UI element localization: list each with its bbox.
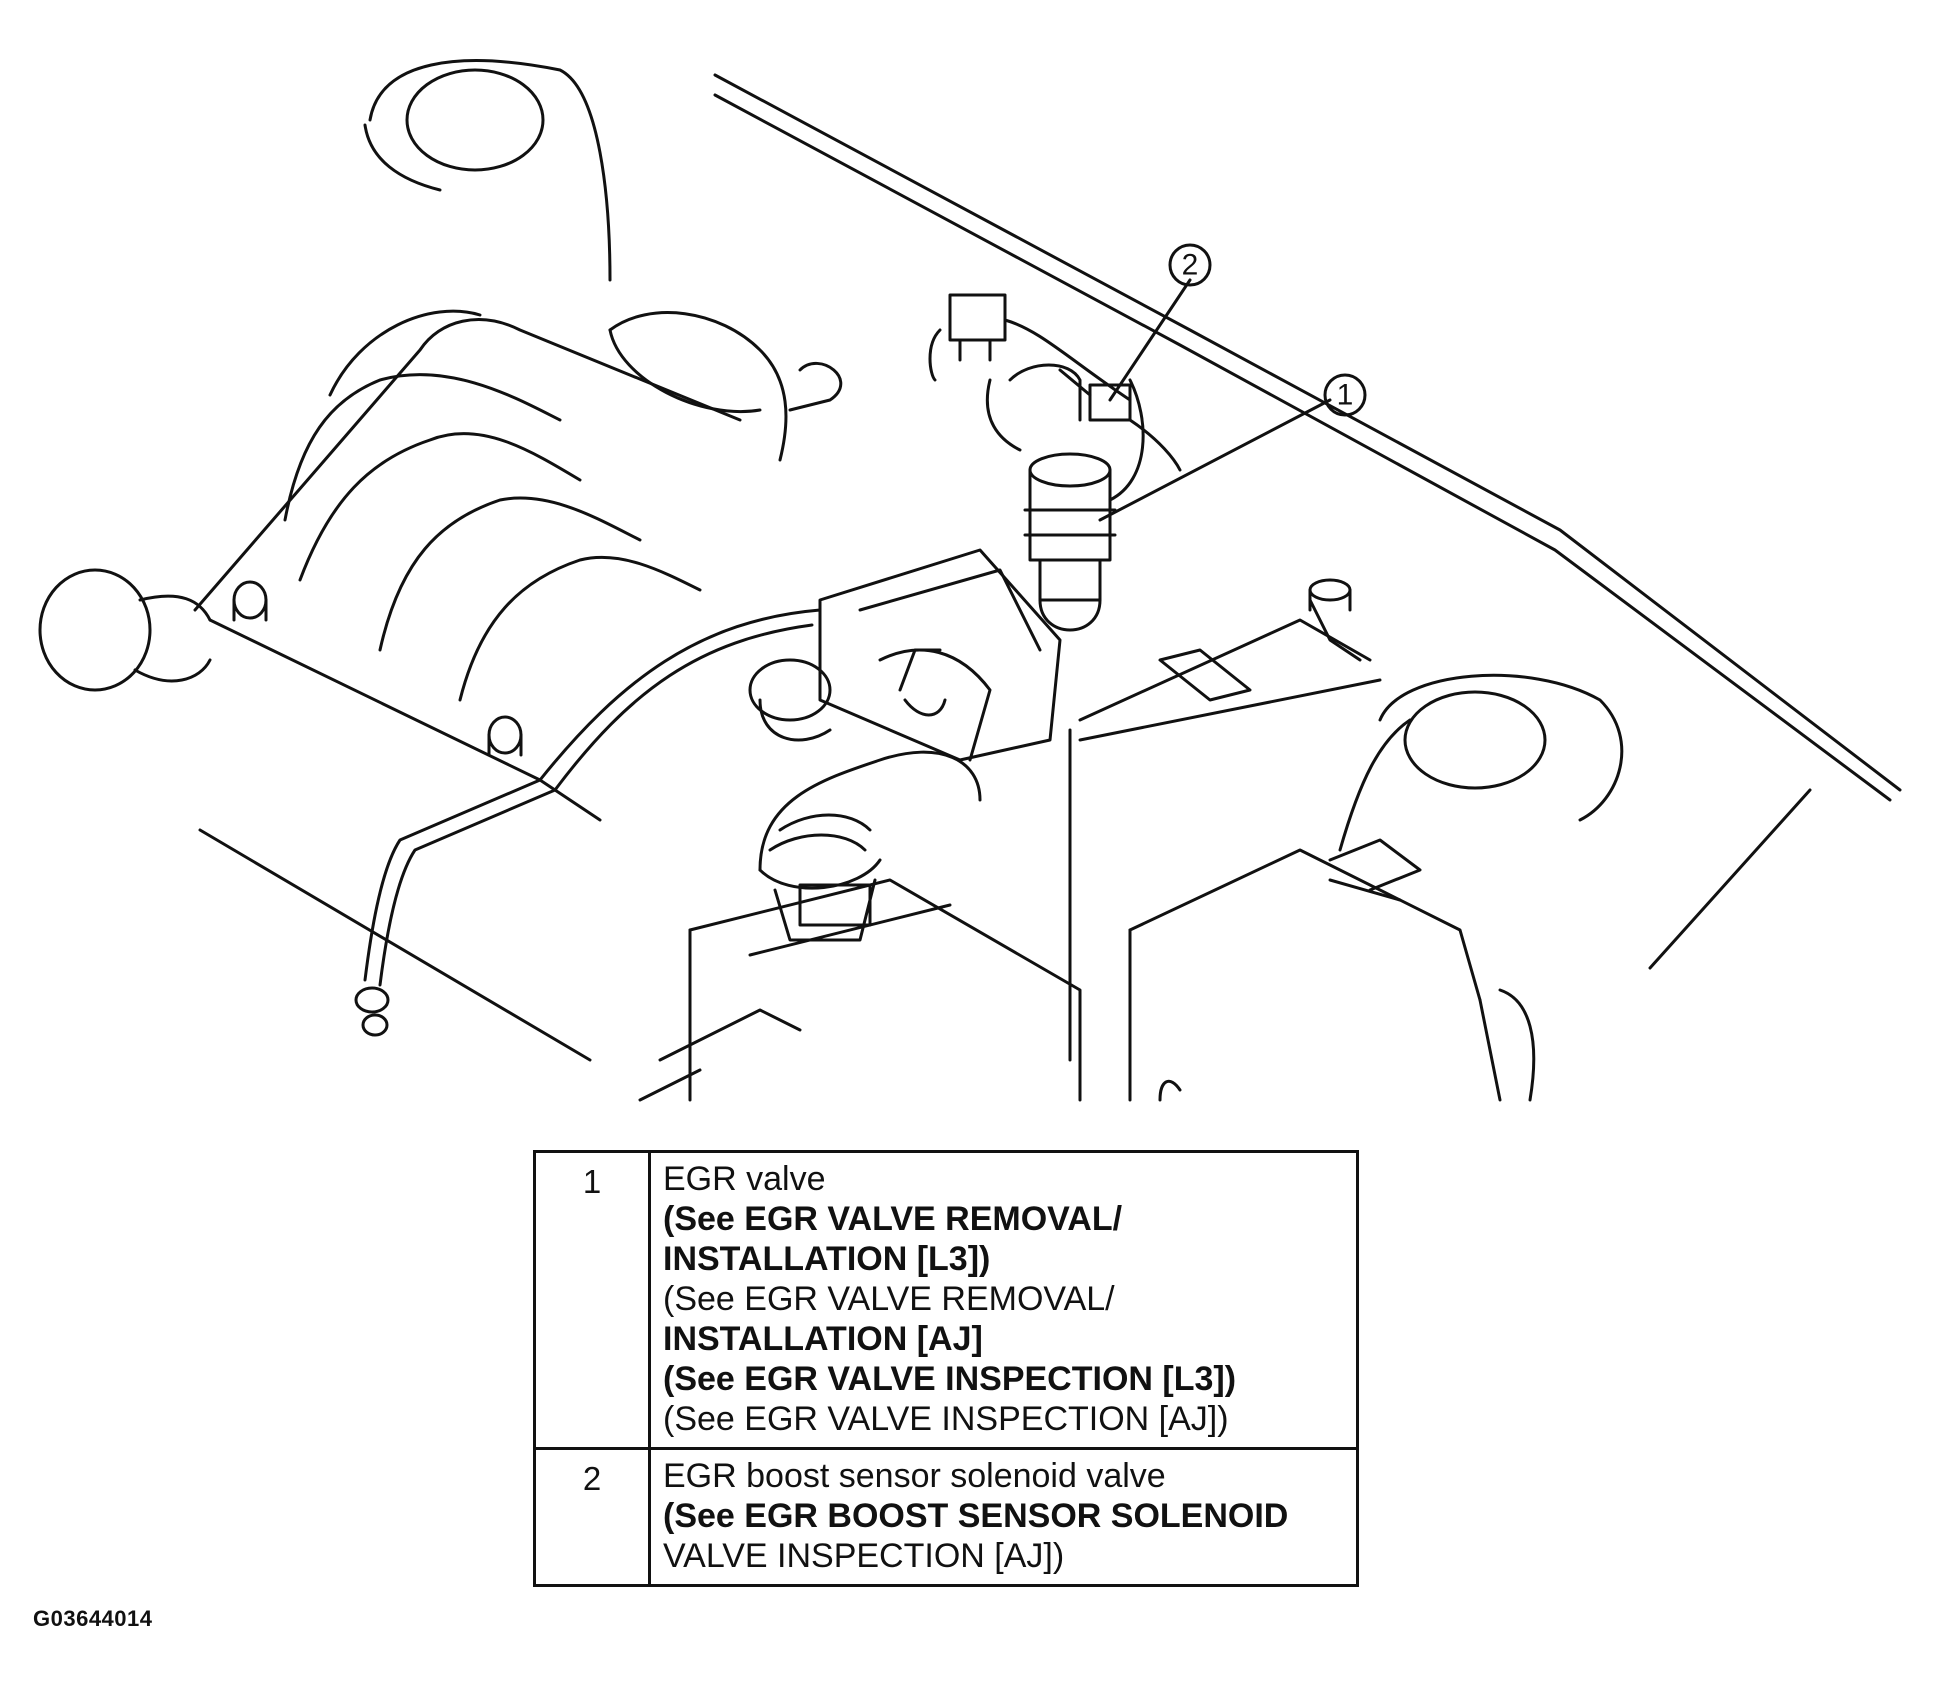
legend-description-line: (See EGR BOOST SENSOR SOLENOID <box>663 1497 1289 1535</box>
legend-description-line: (See EGR VALVE INSPECTION [AJ]) <box>663 1400 1229 1438</box>
egr-valve <box>1023 378 1145 632</box>
legend-item-description: EGR valve(See EGR VALVE REMOVAL/INSTALLA… <box>648 1150 1359 1450</box>
figure-id: G03644014 <box>33 1606 153 1631</box>
battery-box <box>1128 838 1536 1102</box>
legend-description-line: (See EGR VALVE REMOVAL/ <box>663 1280 1115 1318</box>
cowl-panel <box>1068 578 1402 1062</box>
legend-description-line: EGR boost sensor solenoid valve <box>663 1457 1166 1495</box>
callout-2: 2 <box>1108 243 1212 402</box>
legend-item-number: 1 <box>533 1150 651 1450</box>
air-cleaner-box <box>638 878 1182 1102</box>
legend-description-line: (See EGR VALVE REMOVAL/ <box>663 1200 1123 1238</box>
engine-compartment-illustration: 2 1 <box>38 59 1902 1102</box>
throttle-body <box>748 548 1062 942</box>
callout-1: 1 <box>1098 373 1367 522</box>
legend-description-line: INSTALLATION [L3]) <box>663 1240 991 1278</box>
egr-boost-sensor-solenoid <box>928 293 1182 472</box>
legend-description-line: INSTALLATION [AJ] <box>663 1320 983 1358</box>
legend-item-number: 2 <box>533 1447 651 1587</box>
left-round-cap <box>38 568 212 692</box>
legend-item-description: EGR boost sensor solenoid valve(See EGR … <box>648 1447 1359 1587</box>
hood-edge <box>713 73 1902 970</box>
vacuum-line <box>354 608 822 1037</box>
legend-description-line: (See EGR VALVE INSPECTION [L3]) <box>663 1360 1237 1398</box>
legend-description-line: VALVE INSPECTION [AJ]) <box>663 1537 1065 1575</box>
callout-2-label: 2 <box>1182 249 1199 282</box>
legend-description-line: EGR valve <box>663 1160 826 1198</box>
left-strut-tower <box>363 59 612 282</box>
callout-1-label: 1 <box>1337 379 1354 412</box>
right-strut-tower <box>1338 673 1624 852</box>
intake-manifold <box>193 309 843 1062</box>
